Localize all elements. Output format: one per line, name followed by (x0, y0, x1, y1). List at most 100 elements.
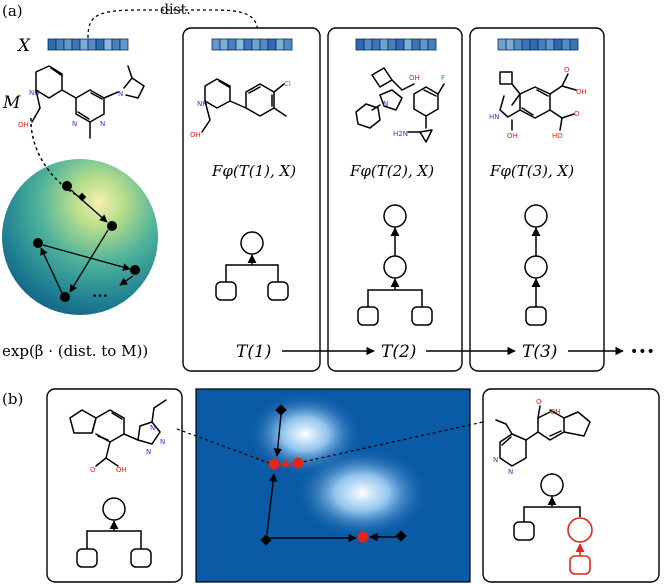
tree-label-2: T(2) (381, 342, 416, 362)
exp-formula: exp(β · (dist. to M)) (2, 342, 148, 360)
svg-text:N: N (383, 100, 388, 108)
svg-text:O: O (536, 398, 542, 406)
atom-oh: OH (18, 121, 29, 129)
svg-text:OH: OH (507, 132, 518, 140)
latent-sphere: ••• (2, 117, 158, 315)
right-candidate-panel (482, 388, 660, 583)
step1-formula: Fφ(T(1), X) (211, 162, 296, 180)
vector-cell (235, 38, 245, 51)
vector-cell (521, 38, 531, 51)
svg-text:OH: OH (190, 131, 201, 139)
vector-cell (47, 38, 57, 51)
svg-text:N: N (146, 448, 151, 456)
tree-leaf (267, 281, 289, 301)
svg-text:N: N (72, 120, 77, 128)
new-leaf-red (569, 555, 591, 575)
molecule-m: NH OH N N N (18, 65, 145, 139)
svg-text:OH: OH (550, 408, 561, 416)
tree-node (240, 231, 264, 255)
vector-cell (55, 38, 65, 51)
dist-label: dist. (160, 2, 191, 18)
vector-cell (87, 38, 97, 51)
right-tree (513, 473, 593, 575)
svg-text:O: O (564, 66, 570, 74)
vector-cell (267, 38, 277, 51)
vector-cell (219, 38, 229, 51)
svg-text:N: N (150, 424, 155, 432)
left-molecule: N N N O OH (69, 399, 167, 474)
vector-cell (497, 38, 507, 51)
svg-text:HO: HO (552, 132, 563, 140)
m-label: M (2, 93, 21, 113)
atom-nh: NH (29, 89, 40, 97)
svg-text:OH: OH (576, 88, 587, 96)
vector-cell (387, 38, 397, 51)
step2-tree (357, 204, 433, 326)
vector-cell (363, 38, 373, 51)
svg-text:N: N (160, 438, 165, 446)
vector-cell (545, 38, 555, 51)
x-label: X (16, 36, 31, 56)
svg-text:OH: OH (409, 74, 420, 82)
vector-cell (259, 38, 269, 51)
svg-text:F: F (441, 74, 445, 82)
step1-molecule: NH OH Cl (190, 78, 291, 139)
step3-formula: Fφ(T(3), X) (489, 162, 574, 180)
left-tree (76, 497, 152, 568)
svg-text:HN: HN (489, 113, 500, 121)
vector-cell (419, 38, 429, 51)
left-candidate-panel (46, 388, 183, 583)
tree-leaf (215, 281, 237, 301)
continuation-dots: ••• (630, 344, 655, 360)
vector-cell (411, 38, 421, 51)
vector-cell (95, 38, 105, 51)
svg-text:NH: NH (197, 100, 208, 108)
sphere-ellipsis: ••• (92, 292, 108, 302)
vector-cell (79, 38, 89, 51)
vector-cell (119, 38, 129, 51)
right-molecule: O OH N N (493, 398, 591, 476)
vector-cell (529, 38, 539, 51)
panel-label-b: (b) (2, 390, 23, 408)
panel-label-a: (a) (2, 2, 23, 20)
vector-cell (275, 38, 285, 51)
svg-text:H2N: H2N (393, 130, 408, 138)
step2-formula: Fφ(T(2), X) (349, 162, 434, 180)
vector-cell (569, 38, 579, 51)
latent-map (176, 388, 493, 583)
vector-cell (395, 38, 405, 51)
step-panel-1 (182, 27, 321, 372)
step3-vector (497, 38, 579, 51)
svg-text:OH: OH (116, 466, 127, 474)
vector-cell (283, 38, 293, 51)
svg-text:Cl: Cl (284, 80, 291, 88)
vector-cell (71, 38, 81, 51)
vector-cell (561, 38, 571, 51)
step1-vector (211, 38, 293, 51)
new-node-red (567, 517, 593, 543)
svg-text:N: N (118, 90, 123, 98)
vector-cell (403, 38, 413, 51)
svg-text:N: N (100, 120, 105, 128)
step1-tree (215, 231, 289, 301)
vector-cell (427, 38, 437, 51)
vector-cell (103, 38, 113, 51)
vector-cell (505, 38, 515, 51)
step2-molecule: N OH F H2N (355, 67, 445, 143)
vector-cell (537, 38, 547, 51)
svg-text:N: N (493, 456, 498, 464)
vector-cell (553, 38, 563, 51)
svg-text:N: N (508, 468, 513, 476)
step3-molecule: HN OH O OH O HO (489, 66, 587, 140)
tree-label-3: T(3) (522, 342, 557, 362)
vector-cell (371, 38, 381, 51)
vector-cell (211, 38, 221, 51)
vector-cell (513, 38, 523, 51)
tree-label-1: T(1) (236, 342, 271, 362)
vector-cell (379, 38, 389, 51)
vector-cell (227, 38, 237, 51)
svg-text:O: O (574, 110, 580, 118)
vector-cell (111, 38, 121, 51)
